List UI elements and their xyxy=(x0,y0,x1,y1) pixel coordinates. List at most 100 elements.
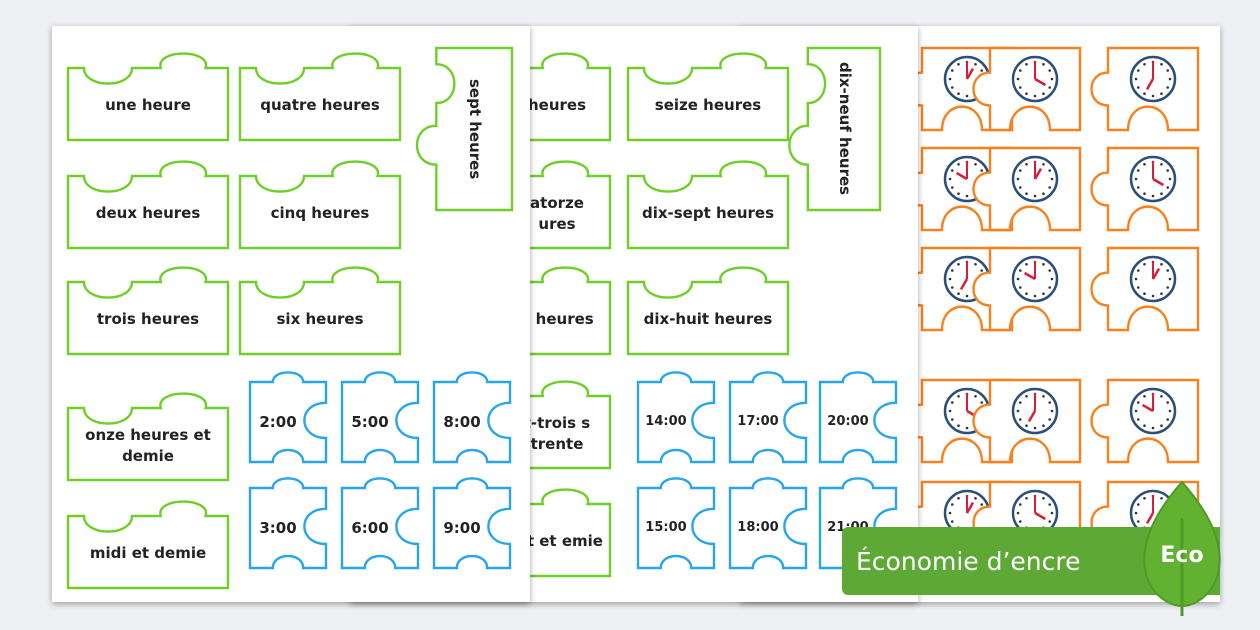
card-label: 5:00 xyxy=(351,412,389,431)
clock-card xyxy=(1090,246,1200,332)
puzzle-piece-shape-outline xyxy=(788,46,882,212)
card-label: 9:00 xyxy=(443,518,481,537)
puzzle-piece-shape-outline xyxy=(238,52,402,142)
puzzle-card: midi et demie xyxy=(66,500,230,590)
puzzle-piece-shape-outline xyxy=(248,371,328,464)
puzzle-piece-shape-outline xyxy=(728,371,808,464)
eco-banner-text: Économie d’encre xyxy=(856,546,1081,576)
puzzle-piece-shape-outline xyxy=(66,52,230,142)
puzzle-piece-shape xyxy=(636,477,716,570)
card-label: cinq heures xyxy=(270,204,370,223)
puzzle-piece-shape xyxy=(248,477,328,570)
puzzle-card: deux heures xyxy=(66,160,230,250)
puzzle-piece-shape xyxy=(66,160,230,250)
time-card: 2:00 xyxy=(248,371,328,464)
puzzle-piece-shape xyxy=(66,52,230,142)
clock-icon xyxy=(1011,155,1059,203)
card-label: 17:00 xyxy=(737,414,779,430)
puzzle-piece-shape-outline xyxy=(432,477,512,570)
time-card: 17:00 xyxy=(728,371,808,464)
clock-card xyxy=(1090,146,1200,232)
card-label: 2:00 xyxy=(259,412,297,431)
clock-icon xyxy=(1011,55,1059,103)
puzzle-piece-shape xyxy=(626,52,790,142)
puzzle-piece-shape-outline xyxy=(66,160,230,250)
clock-card xyxy=(972,146,1082,232)
card-label: six heures xyxy=(276,310,364,329)
puzzle-card-vertical: dix-neuf heures xyxy=(788,46,882,212)
puzzle-piece-shape xyxy=(66,266,230,356)
puzzle-piece-shape xyxy=(788,46,882,212)
card-label: 15:00 xyxy=(645,520,687,536)
eco-badge-label: Eco xyxy=(1160,543,1204,568)
clock-card xyxy=(1090,378,1200,464)
time-card: 6:00 xyxy=(340,477,420,570)
card-label: e heures xyxy=(520,310,594,329)
card-label: 6:00 xyxy=(351,518,389,537)
puzzle-card: dix-huit heures xyxy=(626,266,790,356)
clock-icon xyxy=(1129,387,1177,435)
front-sheet: une heure quatre heures sept heures deux he… xyxy=(52,26,530,602)
clock-card xyxy=(972,378,1082,464)
puzzle-piece-shape-outline xyxy=(238,266,402,356)
card-label: deux heures xyxy=(95,204,201,223)
puzzle-piece-shape xyxy=(818,371,898,464)
puzzle-card: six heures xyxy=(238,266,402,356)
puzzle-piece-shape xyxy=(238,52,402,142)
time-card: 9:00 xyxy=(432,477,512,570)
puzzle-piece-shape-outline xyxy=(818,371,898,464)
puzzle-card: une heure xyxy=(66,52,230,142)
card-label: 8:00 xyxy=(443,412,481,431)
puzzle-card-vertical: sept heures xyxy=(415,46,514,212)
puzzle-piece-shape xyxy=(248,371,328,464)
card-label: midi et demie xyxy=(89,544,207,563)
puzzle-piece-shape xyxy=(636,371,716,464)
puzzle-card: seize heures xyxy=(626,52,790,142)
card-label: t-trois s trente xyxy=(523,414,591,453)
clock-sheet xyxy=(740,26,1220,602)
puzzle-card: onze heures et demie xyxy=(66,392,230,482)
card-label: 18:00 xyxy=(737,520,779,536)
clock-icon xyxy=(1129,155,1177,203)
time-card: 3:00 xyxy=(248,477,328,570)
card-label: heures xyxy=(527,96,587,115)
clock-icon xyxy=(1129,55,1177,103)
card-label: sept heures xyxy=(466,78,485,180)
puzzle-piece-shape xyxy=(728,371,808,464)
card-label: dix-sept heures xyxy=(641,204,775,223)
puzzle-piece-shape xyxy=(238,266,402,356)
puzzle-piece-shape-outline xyxy=(728,477,808,570)
puzzle-piece-shape-outline xyxy=(626,160,790,250)
puzzle-card: trois heures xyxy=(66,266,230,356)
puzzle-piece-shape xyxy=(432,371,512,464)
puzzle-card: dix-sept heures xyxy=(626,160,790,250)
puzzle-piece-shape-outline xyxy=(66,500,230,590)
puzzle-piece-shape xyxy=(626,160,790,250)
puzzle-piece-shape-outline xyxy=(340,371,420,464)
puzzle-piece-shape-outline xyxy=(636,371,716,464)
clock-icon xyxy=(1011,255,1059,303)
clock-icon xyxy=(943,55,991,103)
time-card: 8:00 xyxy=(432,371,512,464)
clock-card xyxy=(972,46,1082,132)
puzzle-card: cinq heures xyxy=(238,160,402,250)
puzzle-piece-shape xyxy=(626,266,790,356)
card-label: 14:00 xyxy=(645,414,687,430)
puzzle-piece-shape xyxy=(340,371,420,464)
puzzle-piece-shape-outline xyxy=(66,392,230,482)
time-card: 5:00 xyxy=(340,371,420,464)
card-label: uit et emie xyxy=(511,532,603,551)
card-label: dix-huit heures xyxy=(643,310,773,329)
puzzle-piece-shape-outline xyxy=(66,266,230,356)
clock-icon xyxy=(1011,387,1059,435)
card-label: trois heures xyxy=(96,310,200,329)
puzzle-piece-shape xyxy=(728,477,808,570)
clock-icon xyxy=(1129,255,1177,303)
clock-card xyxy=(1090,46,1200,132)
puzzle-piece-shape-outline xyxy=(626,266,790,356)
puzzle-piece-shape-outline xyxy=(432,371,512,464)
time-card: 15:00 xyxy=(636,477,716,570)
puzzle-piece-shape xyxy=(340,477,420,570)
card-label: quatre heures xyxy=(260,96,380,115)
leaf-icon xyxy=(1143,480,1221,616)
